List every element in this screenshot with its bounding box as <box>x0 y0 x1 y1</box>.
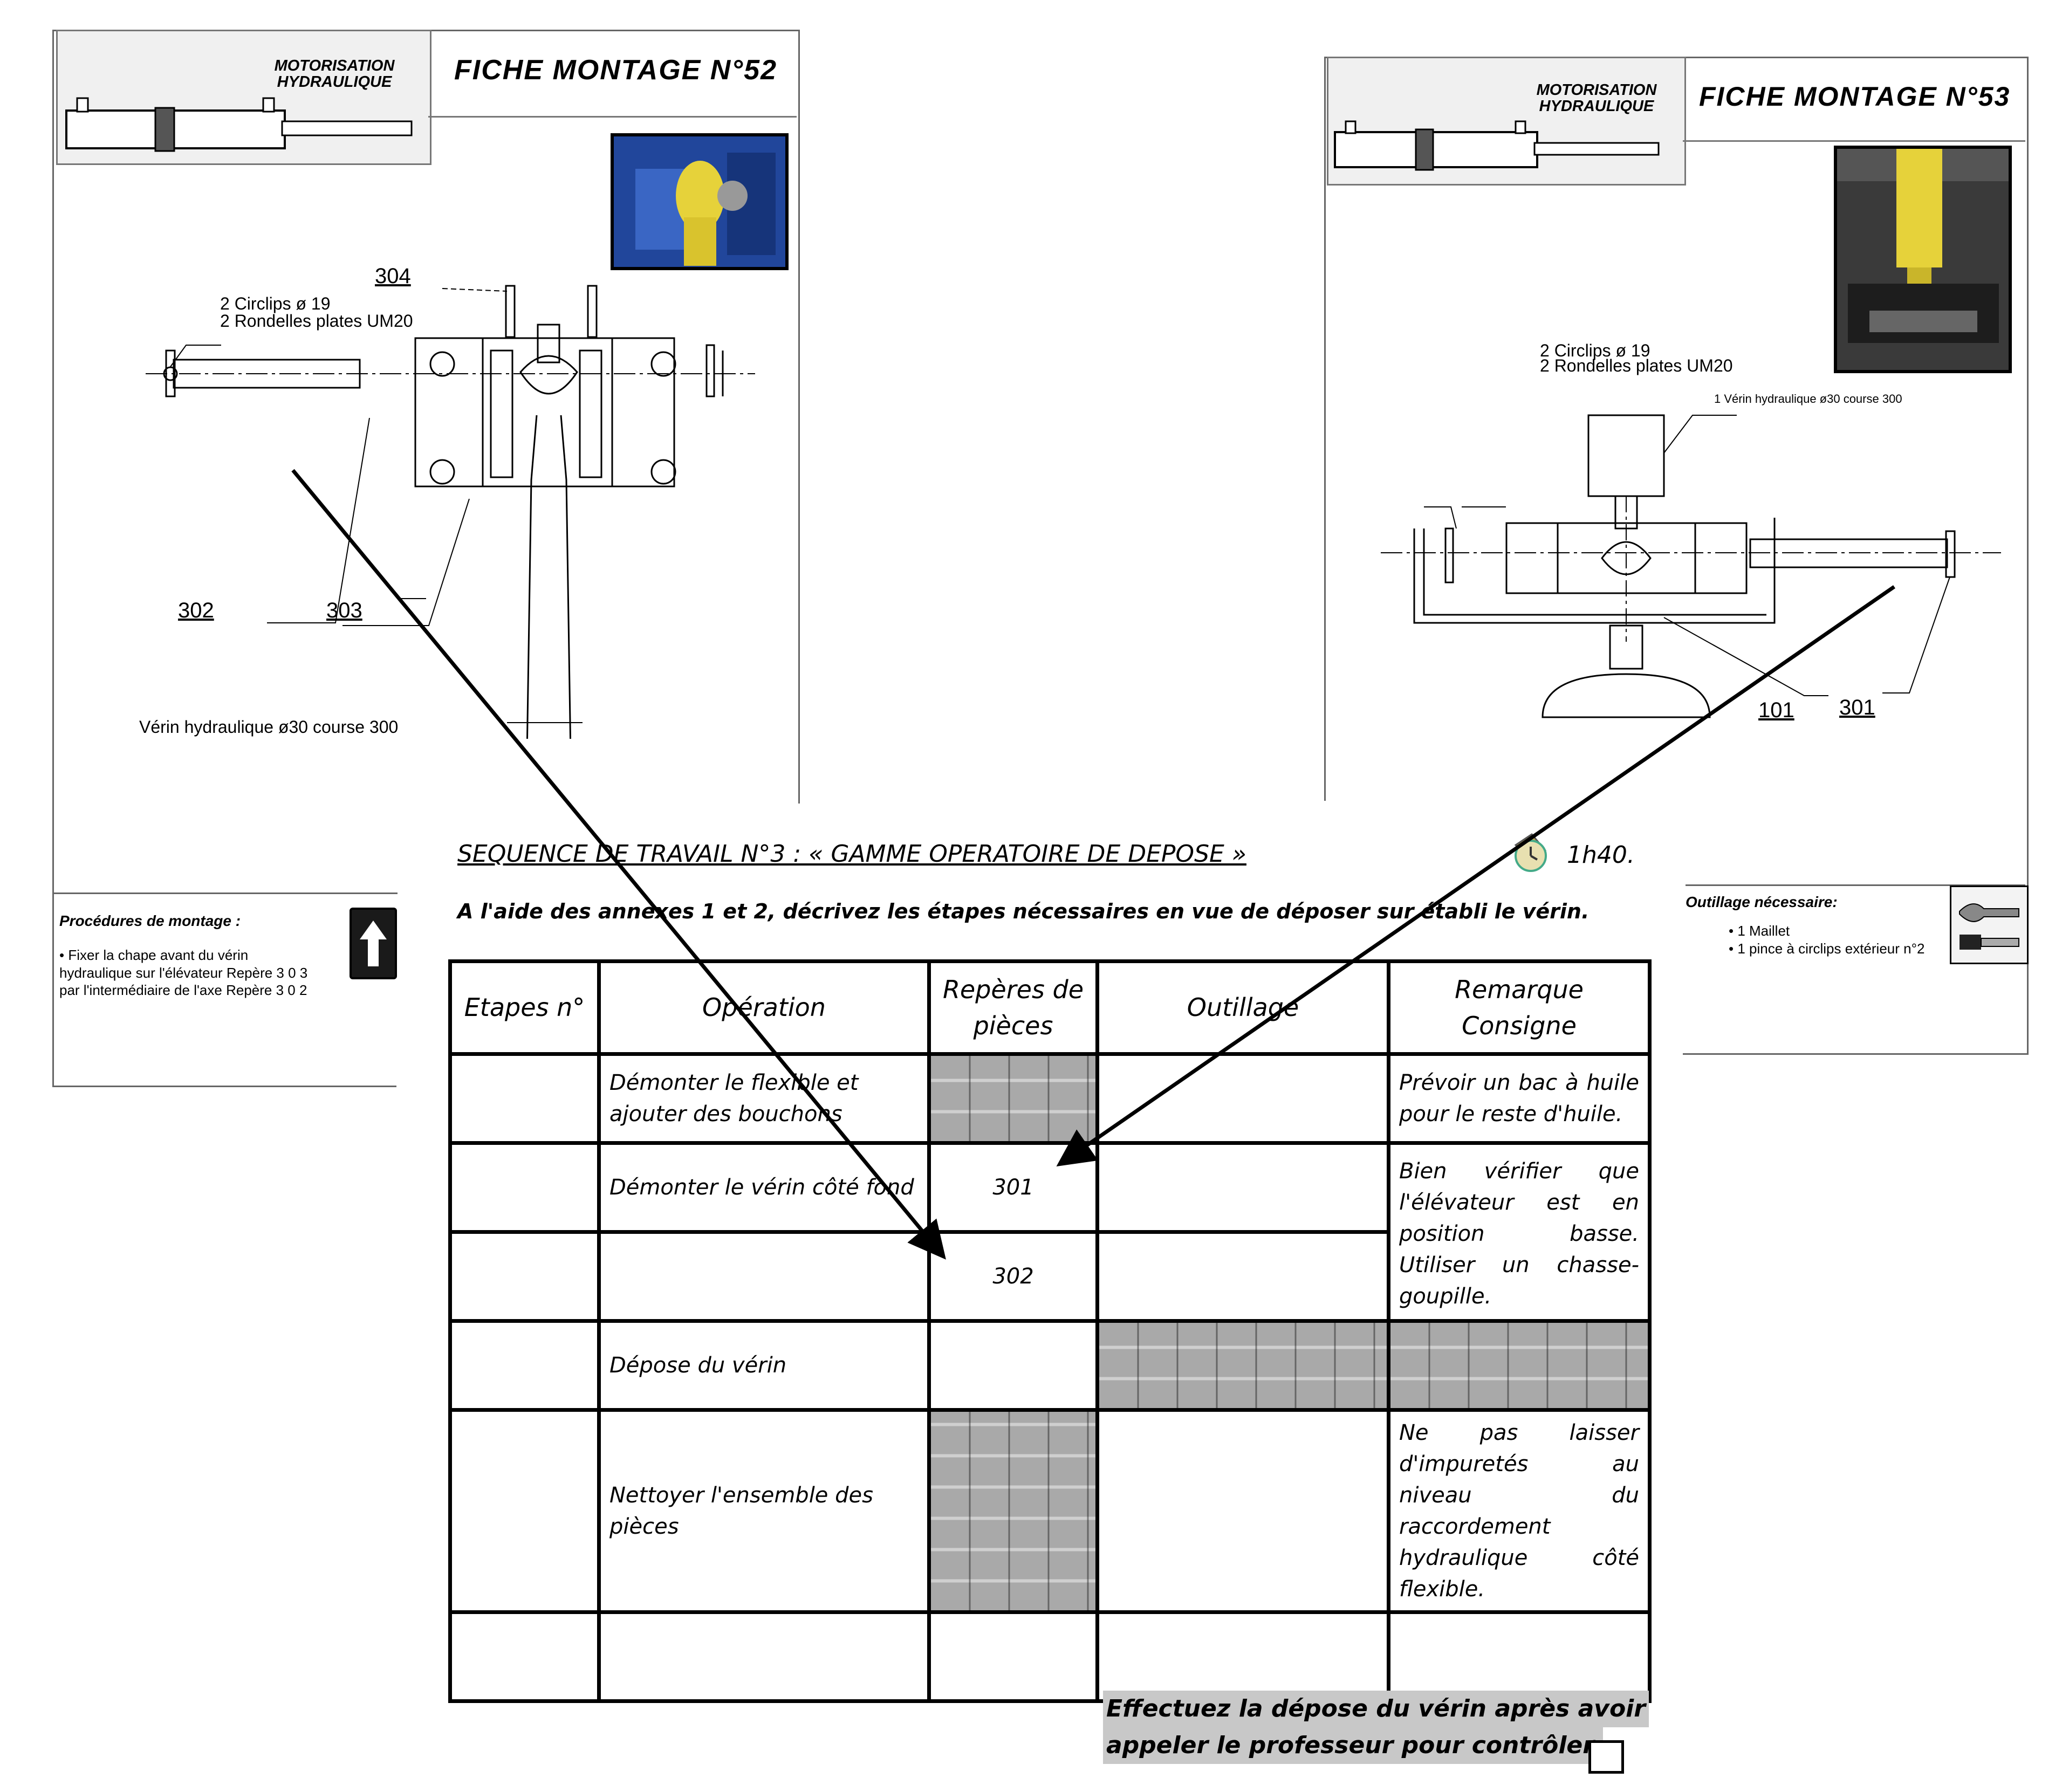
ref-101: 101 <box>1758 698 1794 722</box>
header-left-rule <box>428 116 797 118</box>
header-outillage: Outillage <box>1095 959 1390 1056</box>
instruction-text: A l'aide des annexes 1 et 2, décrivez le… <box>457 900 1590 923</box>
cell-operation[interactable] <box>597 1610 931 1703</box>
outillage-line-1: • 1 Maillet <box>1729 923 1790 939</box>
procedure-line-2: hydraulique sur l'élévateur Repère 3 0 3 <box>59 964 308 981</box>
header-reperes: Repères de pièces <box>927 959 1099 1056</box>
cell-operation: Nettoyer l'ensemble des pièces <box>597 1408 931 1614</box>
cell-etape[interactable] <box>448 1052 601 1145</box>
cell-outillage[interactable] <box>1095 1052 1390 1145</box>
label-verin-right: 1 Vérin hydraulique ø30 course 300 <box>1714 392 1902 406</box>
cell-outillage[interactable] <box>1095 1610 1390 1703</box>
outillage-title: Outillage nécessaire: <box>1686 894 1838 910</box>
table-row: Dépose du vérin <box>448 1319 1652 1412</box>
validation-checkbox[interactable] <box>1588 1740 1624 1774</box>
cell-etape[interactable] <box>448 1408 601 1614</box>
header-remarque: Remarque Consigne <box>1387 959 1652 1056</box>
cell-etape[interactable] <box>448 1319 601 1412</box>
cell-etape[interactable] <box>448 1610 601 1703</box>
cylinder-sketch-right <box>1334 120 1660 171</box>
table-row: 302 <box>448 1230 1650 1323</box>
cell-reperes-hatched <box>927 1052 1099 1145</box>
cell-reperes-hatched <box>927 1408 1099 1614</box>
arrow-302 <box>291 469 946 1260</box>
fiche-52-title: FICHE MONTAGE N°52 <box>454 54 777 86</box>
label-rondelles-right: 2 Rondelles plates UM20 <box>1540 356 1733 375</box>
procedure-line-1: • Fixer la chape avant du vérin <box>59 947 249 963</box>
arrow-up-icon <box>350 908 397 979</box>
ref-304: 304 <box>375 264 411 288</box>
technical-drawing-right <box>1381 414 2001 718</box>
cell-remarque: Ne pas laisser d'impuretés au niveau du … <box>1387 1408 1652 1614</box>
header-etapes: Etapes n° <box>448 959 601 1056</box>
procedure-title: Procédures de montage : <box>59 912 241 929</box>
fiche-53-title: FICHE MONTAGE N°53 <box>1699 81 2011 112</box>
duration: 1h40. <box>1567 841 1635 869</box>
cell-reperes: 301 <box>927 1141 1099 1234</box>
tools-icon <box>1950 885 2029 964</box>
label-verin-left: Vérin hydraulique ø30 course 300 <box>139 717 399 737</box>
header-right-rule <box>1683 140 2025 142</box>
label-rondelles-left: 2 Rondelles plates UM20 <box>220 311 413 331</box>
table-row: Nettoyer l'ensemble des pièces Ne pas la… <box>448 1408 1652 1614</box>
cell-etape[interactable] <box>448 1230 601 1323</box>
cylinder-sketch-left <box>65 97 413 152</box>
cell-reperes[interactable] <box>927 1610 1099 1703</box>
ref-303: 303 <box>326 599 362 622</box>
cell-reperes[interactable] <box>927 1319 1099 1412</box>
arrow-301 <box>1056 585 1895 1166</box>
cell-remarque: Bien vérifier que l'élévateur est en pos… <box>1387 1141 1652 1323</box>
cell-outillage[interactable] <box>1095 1230 1390 1323</box>
photo-fiche-52 <box>611 133 789 270</box>
footer-note: Effectuez la dépose du vérin après avoir… <box>1103 1691 1649 1764</box>
ref-302: 302 <box>178 599 214 622</box>
procedure-block: Procédures de montage : • Fixer la chape… <box>59 911 372 999</box>
footer-note-line-1: Effectuez la dépose du vérin après avoir <box>1103 1691 1649 1728</box>
cell-etape[interactable] <box>448 1141 601 1234</box>
cell-operation[interactable] <box>597 1230 931 1323</box>
cell-outillage[interactable] <box>1095 1408 1390 1614</box>
gamme-operatoire-table: Etapes n° Opération Repères de pièces Ou… <box>448 959 1652 1703</box>
cell-remarque-hatched <box>1387 1319 1652 1412</box>
outillage-block: Outillage nécessaire: • 1 Maillet • 1 pi… <box>1686 892 1944 957</box>
cell-operation: Dépose du vérin <box>597 1319 931 1412</box>
sequence-title: SEQUENCE DE TRAVAIL N°3 : « GAMME OPERAT… <box>457 840 1246 868</box>
technical-drawing-left <box>146 285 755 739</box>
outillage-line-2: • 1 pince à circlips extérieur n°2 <box>1729 940 1925 957</box>
table-row: Démonter le flexible et ajouter des bouc… <box>448 1052 1652 1145</box>
label-circlips-left: 2 Circlips ø 19 <box>220 294 331 313</box>
table-row: Démonter le vérin côté fond 301 Bien vér… <box>448 1141 1652 1323</box>
cell-remarque: Prévoir un bac à huile pour le reste d'h… <box>1387 1052 1652 1145</box>
cell-reperes: 302 <box>927 1230 1099 1323</box>
table-header-row: Etapes n° Opération Repères de pièces Ou… <box>448 959 1652 1056</box>
header-left-subtitle: MOTORISATION HYDRAULIQUE <box>274 57 395 91</box>
cell-outillage-hatched <box>1095 1319 1390 1412</box>
cell-operation: Démonter le flexible et ajouter des bouc… <box>597 1052 931 1145</box>
photo-fiche-53 <box>1834 146 2012 373</box>
cell-outillage[interactable] <box>1095 1141 1390 1234</box>
footer-note-line-2: appeler le professeur pour contrôler. <box>1103 1727 1604 1764</box>
label-circlips-right: 2 Circlips ø 19 <box>1540 341 1650 360</box>
header-right-subtitle: MOTORISATION HYDRAULIQUE <box>1536 81 1657 115</box>
table-row <box>448 1610 1652 1703</box>
outillage-rule <box>1686 884 2025 886</box>
procedure-line-3: par l'intermédiaire de l'axe Repère 3 0 … <box>59 982 307 998</box>
procedure-rule <box>52 892 398 894</box>
cell-operation: Démonter le vérin côté fond <box>597 1141 931 1234</box>
ref-301: 301 <box>1839 696 1875 719</box>
